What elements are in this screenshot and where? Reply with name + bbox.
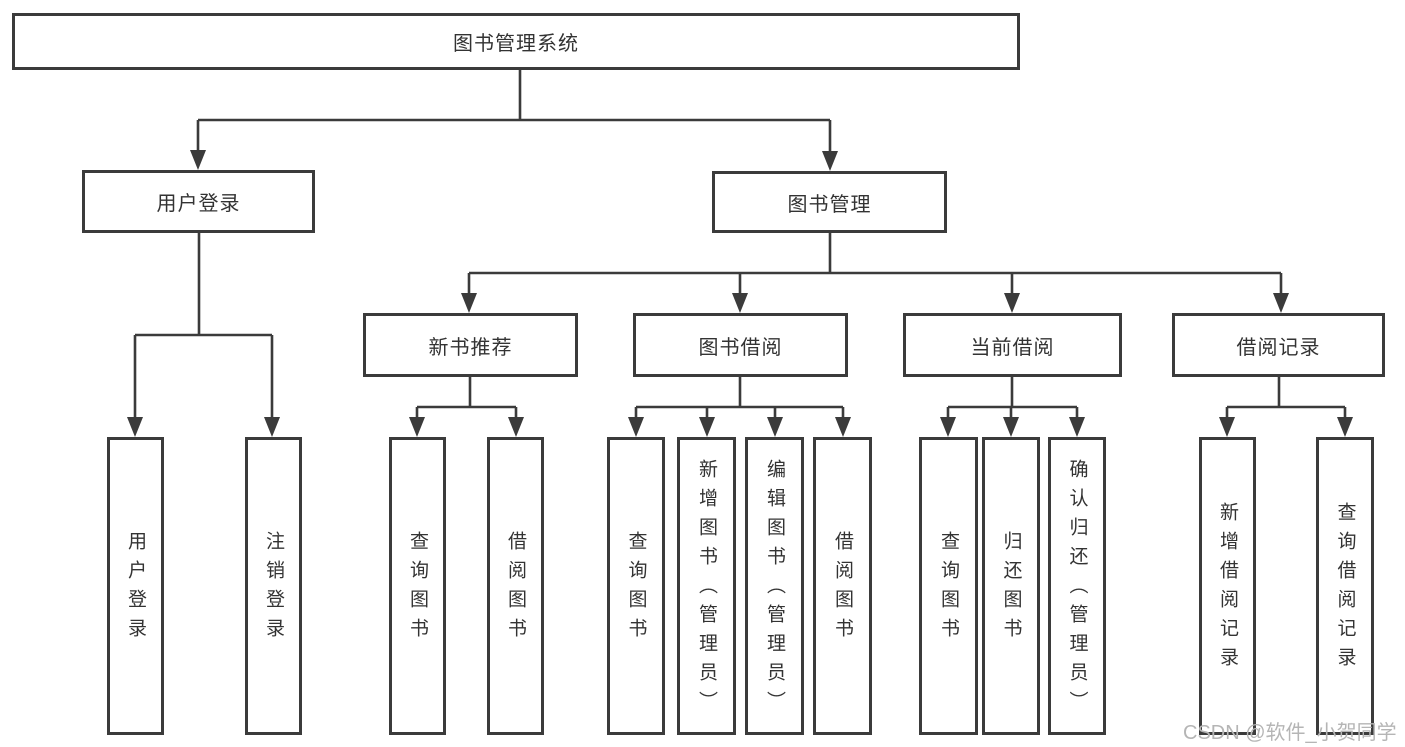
leaf-logout: 注销登录 (245, 437, 302, 735)
wire-user-login-split (133, 233, 274, 418)
leaf-borrow-book-1: 借阅图书 (487, 437, 544, 735)
wire-root-split (196, 70, 832, 152)
wire-new-book-split (415, 377, 518, 418)
leaf-add-book-admin: 新增图书（管理员） (677, 437, 736, 735)
wire-current-borrow-split (946, 377, 1079, 418)
node-root: 图书管理系统 (12, 13, 1020, 70)
leaf-query-book-3: 查询图书 (919, 437, 978, 735)
leaf-edit-book-admin: 编辑图书（管理员） (745, 437, 804, 735)
leaf-query-book-1: 查询图书 (389, 437, 446, 735)
leaf-return-book: 归还图书 (982, 437, 1040, 735)
node-book-management: 图书管理 (712, 171, 947, 233)
wire-book-borrow-split (634, 377, 845, 418)
node-current-borrow: 当前借阅 (903, 313, 1122, 377)
wire-book-mgmt-split (467, 233, 1283, 294)
node-borrow-record: 借阅记录 (1172, 313, 1385, 377)
node-new-book-recommend: 新书推荐 (363, 313, 578, 377)
arrowheads (127, 150, 1353, 437)
leaf-user-login: 用户登录 (107, 437, 164, 735)
leaf-query-book-2: 查询图书 (607, 437, 665, 735)
leaf-confirm-return-admin: 确认归还（管理员） (1048, 437, 1106, 735)
node-book-borrow: 图书借阅 (633, 313, 848, 377)
leaf-add-borrow-record: 新增借阅记录 (1199, 437, 1256, 735)
wire-borrow-record-split (1225, 377, 1347, 418)
node-user-login: 用户登录 (82, 170, 315, 233)
leaf-borrow-book-2: 借阅图书 (813, 437, 872, 735)
leaf-query-borrow-record: 查询借阅记录 (1316, 437, 1374, 735)
